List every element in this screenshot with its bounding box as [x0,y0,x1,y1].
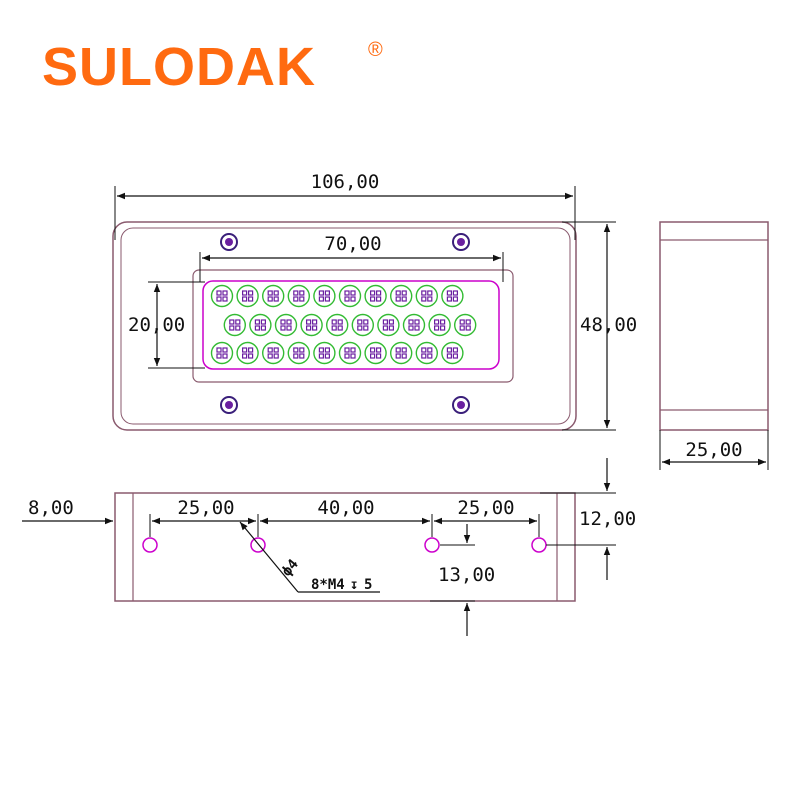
front-view: 106,00 70,00 20,00 48,00 [112,171,637,431]
led-board [202,280,500,370]
led-emitter [364,341,387,365]
edge-offset-label: 8,00 [28,497,74,519]
width-dimension-label: 106,00 [311,171,380,193]
thread-depth-symbol: ↧ [350,577,358,593]
depth-dimension-label: 25,00 [685,439,742,461]
mounting-screw [452,396,470,414]
led-emitter [415,284,438,308]
led-emitter [249,313,272,337]
led-emitter [415,341,438,365]
led-emitter [351,313,374,337]
mount-hole [424,537,440,553]
led-emitter [390,341,413,365]
mounting-screw [220,396,238,414]
led-emitter [313,341,336,365]
led-emitter [300,313,323,337]
led-emitter [338,284,362,308]
led-emitter [210,341,234,365]
thread-depth-spec: 5 [364,577,372,593]
mount-hole [531,537,547,553]
led-emitter [262,284,285,308]
brand-logo: SULODAK [42,37,316,97]
thread-symbol: ϕ4 [279,556,302,579]
spacing-center-label: 40,00 [317,497,374,519]
led-emitter [441,341,464,365]
led-emitter [236,341,259,365]
mounting-screw [452,233,470,251]
led-emitter [441,284,464,308]
led-emitter [326,313,349,337]
led-emitter [428,313,451,337]
housing-inner-outline [120,227,571,425]
led-emitter [313,284,336,308]
mounting-screw [220,233,238,251]
housing-outline [112,221,577,431]
bottom-view: 8,00 25,00 40,00 25,00 12,00 13,00 [22,458,636,636]
bottom-outline [114,492,576,602]
led-emitter [390,284,413,308]
led-emitter [454,313,477,337]
spacing-right-label: 25,00 [457,497,514,519]
mount-hole [250,537,266,553]
hole-offset-label: 12,00 [579,508,636,530]
led-emitter [223,313,247,337]
window-width-dimension-label: 70,00 [324,233,381,255]
side-view: 25,00 [659,221,769,470]
window-height-dimension-label: 20,00 [128,314,185,336]
height-dimension-label: 48,00 [580,314,637,336]
led-emitter [287,284,310,308]
thread-depth-label: 13,00 [438,564,495,586]
registered-mark: ® [368,39,383,61]
led-emitter [287,341,310,365]
thread-spec: 8*M4 [311,577,345,593]
led-emitter [274,313,298,337]
mount-hole [142,537,158,553]
led-emitter [364,284,387,308]
led-emitter [236,284,259,308]
emitter-window [192,269,514,383]
led-emitter [402,313,426,337]
led-emitter [210,284,234,308]
led-array [210,284,477,365]
led-emitter [377,313,400,337]
side-outline [659,221,769,431]
thread-leader-line [239,521,299,593]
spacing-left-label: 25,00 [177,497,234,519]
led-emitter [338,341,362,365]
led-emitter [262,341,285,365]
